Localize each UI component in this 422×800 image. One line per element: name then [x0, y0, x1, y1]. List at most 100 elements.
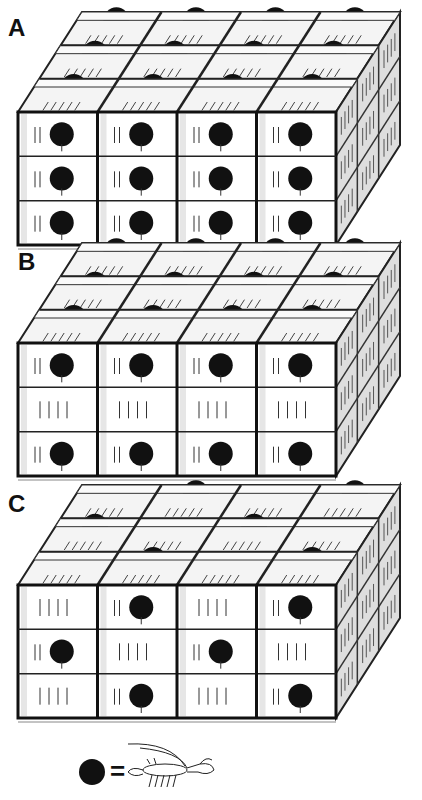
- crayfish-dot: [288, 122, 312, 146]
- grid-line: [218, 102, 223, 110]
- grid-line: [75, 102, 80, 110]
- front-face: [18, 585, 336, 718]
- grid-line: [341, 590, 342, 608]
- grid-line: [391, 128, 392, 146]
- grid-line: [194, 447, 195, 463]
- grid-line: [273, 358, 274, 374]
- grid-line: [369, 117, 370, 135]
- grid-line: [273, 689, 274, 705]
- crayfish-dot: [50, 442, 74, 466]
- grid-line: [117, 508, 122, 516]
- grid-line: [352, 617, 353, 635]
- grid-line: [257, 243, 321, 343]
- grid-line: [58, 401, 59, 418]
- grid-line: [341, 392, 342, 410]
- grid-line: [276, 266, 281, 274]
- grid-line: [341, 634, 342, 652]
- grid-line: [278, 127, 279, 143]
- grid-line: [357, 79, 359, 212]
- cell-shade: [21, 345, 27, 474]
- grid-line: [366, 353, 367, 371]
- grid-line: [202, 333, 207, 341]
- grid-line: [51, 333, 56, 341]
- grid-line: [226, 102, 231, 110]
- grid-line: [114, 216, 115, 232]
- grid-line: [226, 599, 227, 616]
- grid-line: [336, 529, 400, 629]
- grid-line: [257, 387, 337, 389]
- top-face: [18, 485, 400, 585]
- grid-line: [297, 333, 302, 341]
- grid-line: [276, 508, 281, 516]
- grid-line: [344, 431, 345, 449]
- grid-line: [122, 333, 127, 341]
- grid-line: [373, 386, 374, 404]
- crayfish-icon: [128, 744, 214, 787]
- grid-line: [18, 387, 98, 389]
- grid-line: [278, 401, 279, 418]
- grid-line: [257, 156, 337, 158]
- grid-line: [80, 300, 85, 308]
- grid-line: [234, 102, 239, 110]
- grid-line: [373, 628, 374, 646]
- grid-line: [141, 375, 142, 382]
- grid-line: [239, 69, 244, 77]
- grid-line: [335, 542, 340, 550]
- grid-line: [344, 584, 345, 602]
- grid-line: [168, 69, 173, 77]
- grid-line: [119, 358, 120, 374]
- grid-line: [332, 508, 337, 516]
- grid-line: [352, 100, 353, 118]
- grid-line: [176, 69, 181, 77]
- top-face: [18, 243, 400, 343]
- grid-line: [281, 575, 286, 583]
- grid-line: [168, 300, 173, 308]
- grid-line: [373, 155, 374, 173]
- grid-line: [98, 485, 162, 585]
- grid-line: [255, 112, 258, 245]
- grid-line: [18, 480, 336, 481]
- grid-line: [154, 575, 159, 583]
- grid-line: [362, 403, 363, 421]
- grid-line: [260, 508, 265, 516]
- grid-line: [305, 575, 310, 583]
- grid-line: [199, 401, 200, 418]
- grid-line: [336, 101, 400, 201]
- grid-line: [194, 358, 195, 374]
- grid-line: [137, 401, 138, 418]
- grid-line: [378, 518, 380, 651]
- grid-line: [138, 575, 143, 583]
- grid-line: [138, 333, 143, 341]
- grid-line: [61, 233, 62, 240]
- grid-line: [340, 508, 345, 516]
- grid-line: [194, 127, 195, 143]
- crayfish-dot: [288, 353, 312, 377]
- grid-line: [362, 601, 363, 619]
- grid-line: [356, 266, 361, 274]
- grid-line: [119, 401, 120, 418]
- grid-line: [348, 194, 349, 212]
- grid-line: [268, 35, 273, 43]
- grid-line: [300, 706, 301, 713]
- grid-line: [384, 281, 385, 299]
- grid-line: [114, 171, 115, 187]
- grid-line: [352, 331, 353, 349]
- grid-line: [128, 643, 129, 660]
- cell-shade: [101, 114, 107, 243]
- grid-line: [160, 542, 165, 550]
- grid-line: [352, 144, 353, 162]
- grid-line: [96, 112, 99, 245]
- grid-line: [300, 617, 301, 624]
- grid-line: [18, 156, 98, 158]
- grid-line: [276, 35, 281, 43]
- grid-line: [58, 688, 59, 705]
- grid-line: [96, 542, 101, 550]
- grid-line: [341, 679, 342, 697]
- grid-line: [391, 314, 392, 332]
- grid-line: [357, 552, 359, 685]
- grid-line: [61, 464, 62, 471]
- crayfish-dot: [209, 353, 233, 377]
- legend-swatch: [79, 759, 105, 785]
- grid-line: [67, 575, 72, 583]
- grid-line: [210, 102, 215, 110]
